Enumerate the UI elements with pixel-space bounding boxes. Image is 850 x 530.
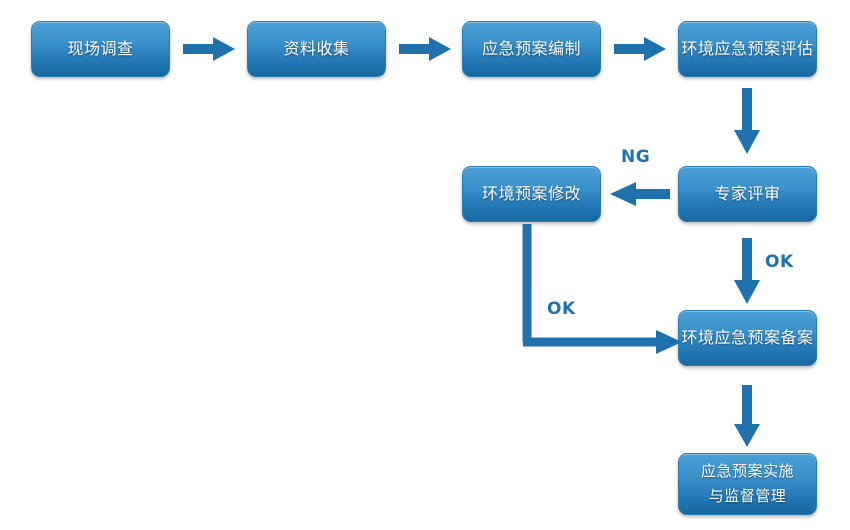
- arrow-plan-assessment-to-expert-review: [733, 88, 761, 154]
- arrow-expert-review-to-plan-revision: [610, 181, 670, 207]
- arrow-plan-filing-to-plan-implementation: [733, 385, 761, 447]
- arrow-site-survey-to-data-collection: [183, 36, 235, 62]
- arrow-plan-drafting-to-plan-assessment: [614, 36, 666, 62]
- edge-label-ng: NG: [621, 147, 651, 167]
- node-plan-assessment[interactable]: 环境应急预案评估: [678, 21, 817, 77]
- arrow-data-collection-to-plan-drafting: [399, 36, 451, 62]
- node-data-collection[interactable]: 资料收集: [247, 21, 386, 77]
- node-plan-revision[interactable]: 环境预案修改: [462, 166, 601, 222]
- node-site-survey[interactable]: 现场调查: [31, 21, 170, 77]
- node-plan-drafting[interactable]: 应急预案编制: [462, 21, 601, 77]
- node-plan-filing[interactable]: 环境应急预案备案: [678, 310, 817, 366]
- node-expert-review[interactable]: 专家评审: [678, 166, 817, 222]
- node-plan-implementation[interactable]: 应急预案实施 与监督管理: [678, 453, 817, 515]
- connector-plan-revision-to-plan-filing: [518, 224, 682, 356]
- edge-label-ok-left: OK: [547, 299, 576, 319]
- edge-label-ok-right: OK: [765, 252, 794, 272]
- arrow-expert-review-to-plan-filing: [733, 238, 761, 304]
